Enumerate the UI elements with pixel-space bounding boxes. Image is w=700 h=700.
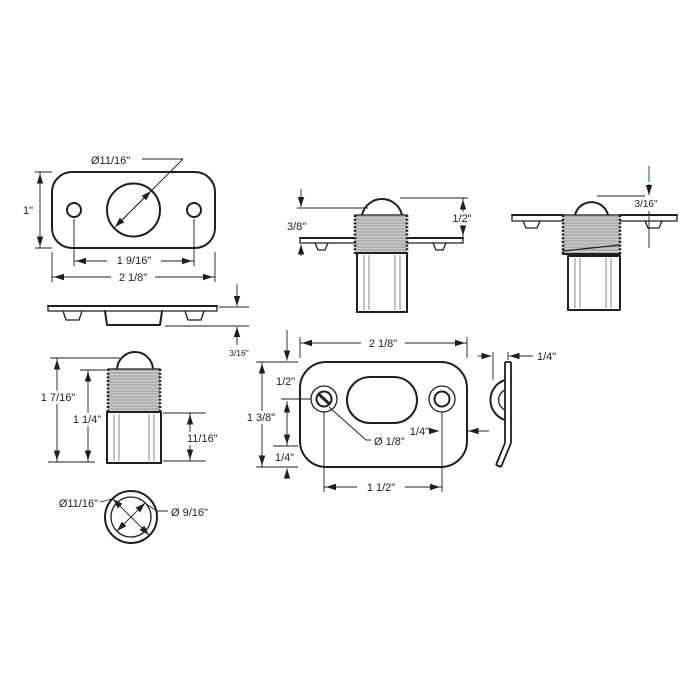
faceplate-outline	[51, 171, 216, 249]
dim-label-overall-length: 1 7/16"	[41, 392, 76, 404]
plate-ends	[47, 305, 218, 312]
screw-slot	[316, 392, 332, 406]
countersink-left	[522, 220, 541, 229]
label-mask	[107, 253, 161, 267]
barrel-shading	[113, 414, 155, 461]
extension-lines	[299, 337, 468, 358]
barrel-shading	[574, 258, 612, 308]
countersink-left	[314, 242, 329, 251]
label-mask	[361, 336, 405, 350]
dim-label-ball-projection: 3/16"	[634, 199, 657, 210]
dim-label-hole-spacing: 1 9/16"	[117, 255, 152, 267]
screw-hole-right	[186, 202, 202, 218]
label-mask	[357, 480, 405, 494]
dim-label-outer-diameter: Ø11/16"	[59, 498, 98, 510]
installed-extended-view: 3/8" 1/2"	[287, 189, 474, 313]
barrel	[567, 255, 621, 311]
extension-lines	[165, 306, 249, 327]
label-mask	[183, 432, 217, 445]
ball-dome	[361, 198, 403, 216]
dim-label-screw-hole-diameter: Ø 1/8"	[374, 436, 405, 448]
label-mask	[450, 212, 474, 225]
dim-label-threaded-length: 1 1/4"	[73, 414, 101, 426]
dim-label-barrel-length: 11/16"	[187, 433, 218, 445]
threaded-section	[108, 369, 160, 412]
barrel	[356, 252, 408, 313]
dim-label-bottom-margin: 1/4"	[275, 452, 294, 464]
leader-line	[328, 406, 371, 441]
strike-front-view: 2 1/8" 1/2" 1/4" 1 3/8" Ø 1/8" 1/4" 1 1/…	[242, 330, 489, 494]
diameter-arrow	[120, 190, 152, 222]
body-bottom-view: Ø11/16" Ø 9/16"	[59, 490, 208, 544]
bottom-tab	[495, 442, 512, 468]
ball-dome	[116, 351, 154, 371]
strike-edge-view: 1/4"	[478, 351, 556, 468]
screw-hole-right-ring	[428, 385, 456, 413]
screw-hole-left	[315, 390, 333, 408]
label-mask	[69, 413, 105, 426]
barrel-shading	[363, 255, 401, 310]
extension-lines	[48, 357, 206, 463]
barrel	[106, 411, 162, 464]
dimple-inner	[497, 389, 506, 411]
installed-depressed-view: 3/16"	[511, 166, 678, 311]
dimple-outer	[489, 379, 506, 421]
label-mask	[111, 270, 155, 284]
dim-label-ball-projection: 3/8"	[287, 221, 306, 233]
ball-hole	[106, 182, 161, 238]
label-mask	[38, 391, 78, 404]
screw-hole-right	[433, 390, 451, 408]
dim-label-hole-spacing: 1 1/2"	[367, 482, 395, 494]
plate-ends	[299, 237, 464, 244]
extension-lines	[73, 219, 195, 266]
ball-dome	[574, 201, 609, 216]
extension-lines	[492, 352, 509, 380]
dim-label-width: 2 1/8"	[369, 338, 397, 350]
thread-relief-line	[562, 244, 621, 252]
outer-circle	[104, 490, 158, 544]
faceplate-edge-view: 3/16"	[47, 284, 249, 358]
dim-label-top-to-hole: 1/2"	[276, 376, 295, 388]
dim-label-width: 2 1/8"	[119, 272, 147, 284]
extension-lines	[35, 171, 52, 249]
extension-lines	[256, 361, 298, 468]
dim-label-edge-margin: 1/4"	[410, 426, 429, 438]
dim-label-height: 1 3/8"	[247, 412, 275, 424]
faceplate-front-view: Ø11/16" 1" 1 9/16" 2 1/8"	[23, 155, 216, 284]
threaded-section	[355, 215, 407, 253]
dim-label-thickness: 3/16"	[229, 348, 249, 358]
dim-label-inner-diameter: Ø 9/16"	[171, 507, 208, 519]
extension-lines	[323, 412, 443, 492]
label-mask	[242, 411, 280, 424]
dim-label-height: 1"	[23, 205, 33, 217]
extension-lines	[273, 398, 311, 447]
plate-edge	[504, 361, 512, 443]
latch-opening	[346, 376, 418, 424]
countersink-right	[184, 310, 205, 321]
body-side-view: 1 7/16" 1 1/4" 11/16"	[38, 351, 218, 464]
dim-label-ball-height: 1/2"	[452, 213, 471, 225]
countersink-right	[644, 220, 663, 229]
screw-hole-left	[66, 202, 82, 218]
center-boss	[104, 310, 163, 326]
countersink-left	[62, 310, 83, 321]
dim-label-hole-diameter: Ø11/16"	[91, 155, 130, 167]
leader-line	[99, 498, 113, 503]
plate-ends	[511, 214, 678, 222]
strike-outline	[299, 361, 468, 468]
dim-label-depth: 1/4"	[537, 351, 556, 363]
inner-circle	[110, 496, 152, 538]
leader-line	[145, 503, 168, 512]
countersink-right	[432, 242, 447, 251]
inner-diameter-line	[116, 502, 146, 532]
